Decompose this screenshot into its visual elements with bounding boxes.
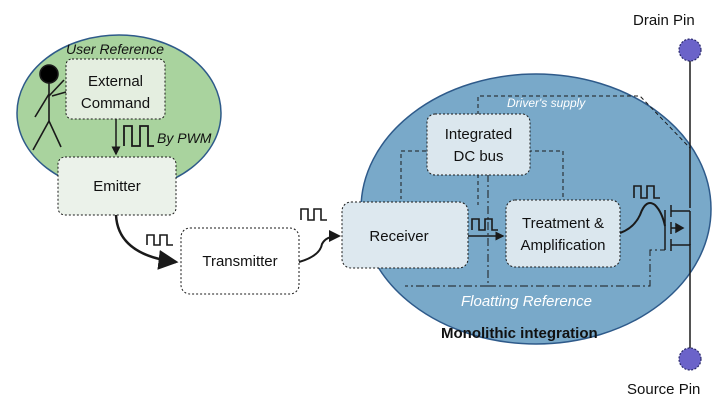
source-pin-icon [678,347,702,371]
user-stick-figure-icon [32,64,67,151]
internal-supply-lines [400,95,691,287]
treatment-label-line2: Amplification [520,237,605,254]
transmitter-box [180,227,300,295]
pwm-pulse-icon [123,125,154,147]
pulse-train-icon [300,208,327,221]
integrated-dc-bus-label-line1: Integrated [445,126,513,143]
external-command-label-line2: Command [81,95,150,112]
drain-pin-label: Drain Pin [633,12,695,29]
pulse-train-icon [633,185,660,199]
receiver-box [341,201,469,269]
pulse-train-icon [146,234,173,246]
treatment-label-line1: Treatment & [522,215,604,232]
external-command-label-line1: External [88,73,143,90]
power-mosfet-symbol [664,205,691,251]
drain-pin-icon [678,38,702,62]
by-pwm-label: By PWM [157,130,212,146]
user-reference-label: User Reference [66,41,164,57]
transmitter-to-receiver-arrow [298,230,341,263]
emitter-label: Emitter [93,178,141,195]
drivers-supply-label: Driver's supply [507,96,586,110]
pulse-train-icon [471,218,498,231]
integrated-dc-bus-label-line2: DC bus [453,148,503,165]
integrated-dc-bus-box [426,113,531,176]
source-pin-label: Source Pin [627,381,700,398]
emitter-to-transmitter-arrow [114,214,179,270]
receiver-label: Receiver [369,228,428,245]
treatment-box [505,199,621,268]
treatment-to-gate-wire [619,202,666,234]
transmitter-label: Transmitter [202,253,277,270]
monolithic-integration-label: Monolithic integration [441,325,598,342]
floating-reference-label: Floatting Reference [461,293,592,310]
